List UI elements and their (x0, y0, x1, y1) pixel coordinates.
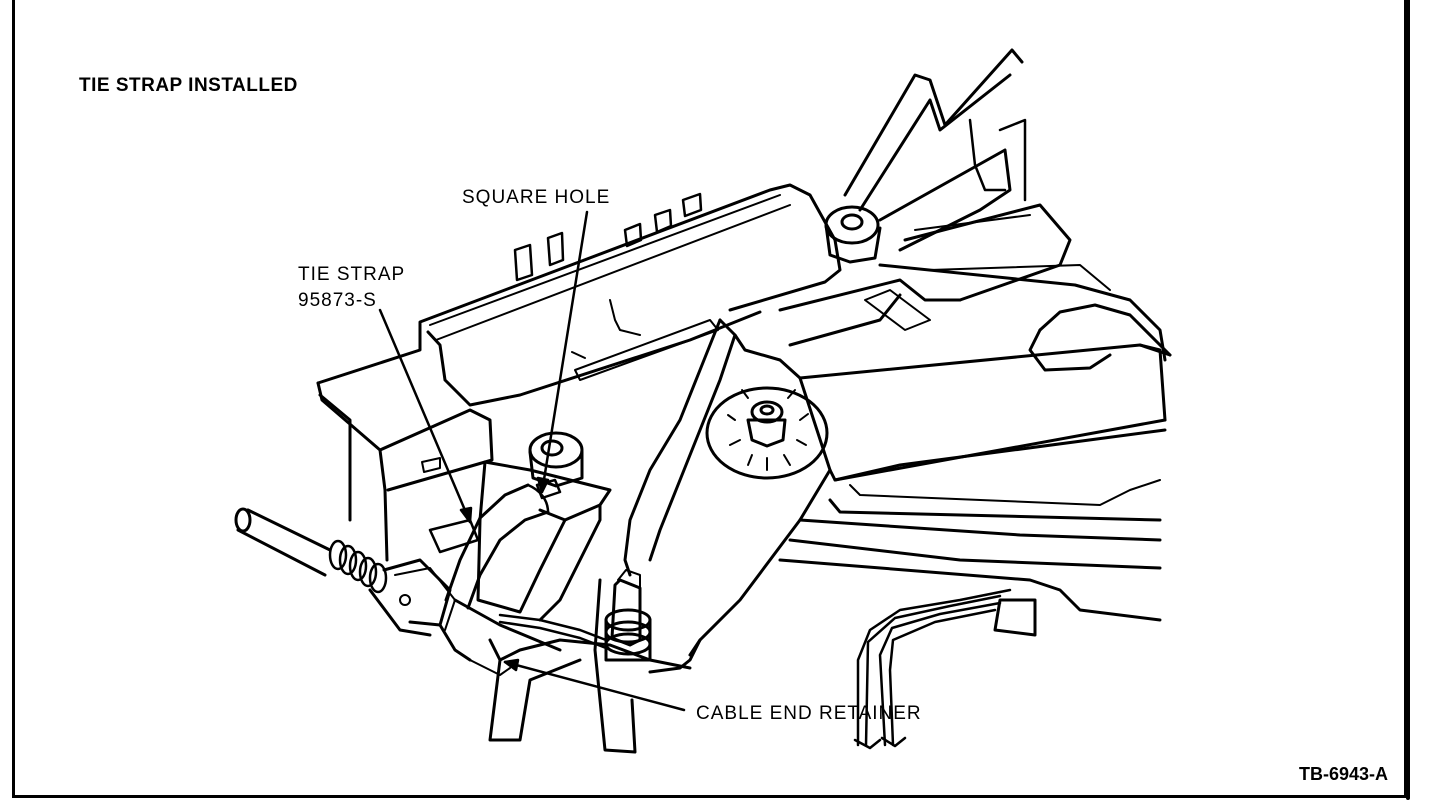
leader-square-hole-arrow (536, 476, 550, 494)
tie-strap (428, 483, 550, 610)
housing (316, 183, 842, 562)
control-cable (234, 507, 562, 676)
label-cable-end-retainer: CABLE END RETAINER (696, 703, 922, 724)
wire-bundle (853, 588, 1012, 750)
frame-rails (778, 48, 1172, 372)
lower-frame (778, 428, 1167, 637)
housing-studs (513, 192, 703, 282)
upper-pivot-boss (824, 205, 882, 264)
cable-wire (498, 613, 608, 650)
leader-cable-end-retainer (503, 660, 686, 712)
leader-tie-strap-arrow (459, 506, 473, 524)
figure-id: TB-6943-A (1298, 764, 1388, 784)
leader-cable-end-retainer-arrow (503, 658, 520, 672)
actuator-lever (623, 318, 1172, 674)
label-tie-strap: TIE STRAP 95873-S (298, 262, 405, 314)
label-tie-strap-name: TIE STRAP (298, 264, 406, 285)
leader-square-hole (540, 210, 589, 494)
figure-title: TIE STRAP INSTALLED (79, 75, 298, 96)
center-rivet (705, 386, 829, 480)
leader-tie-strap (378, 308, 472, 524)
label-square-hole: SQUARE HOLE (462, 187, 611, 208)
label-tie-strap-part-number: 95873-S (298, 290, 377, 311)
leader-lines (378, 210, 686, 712)
